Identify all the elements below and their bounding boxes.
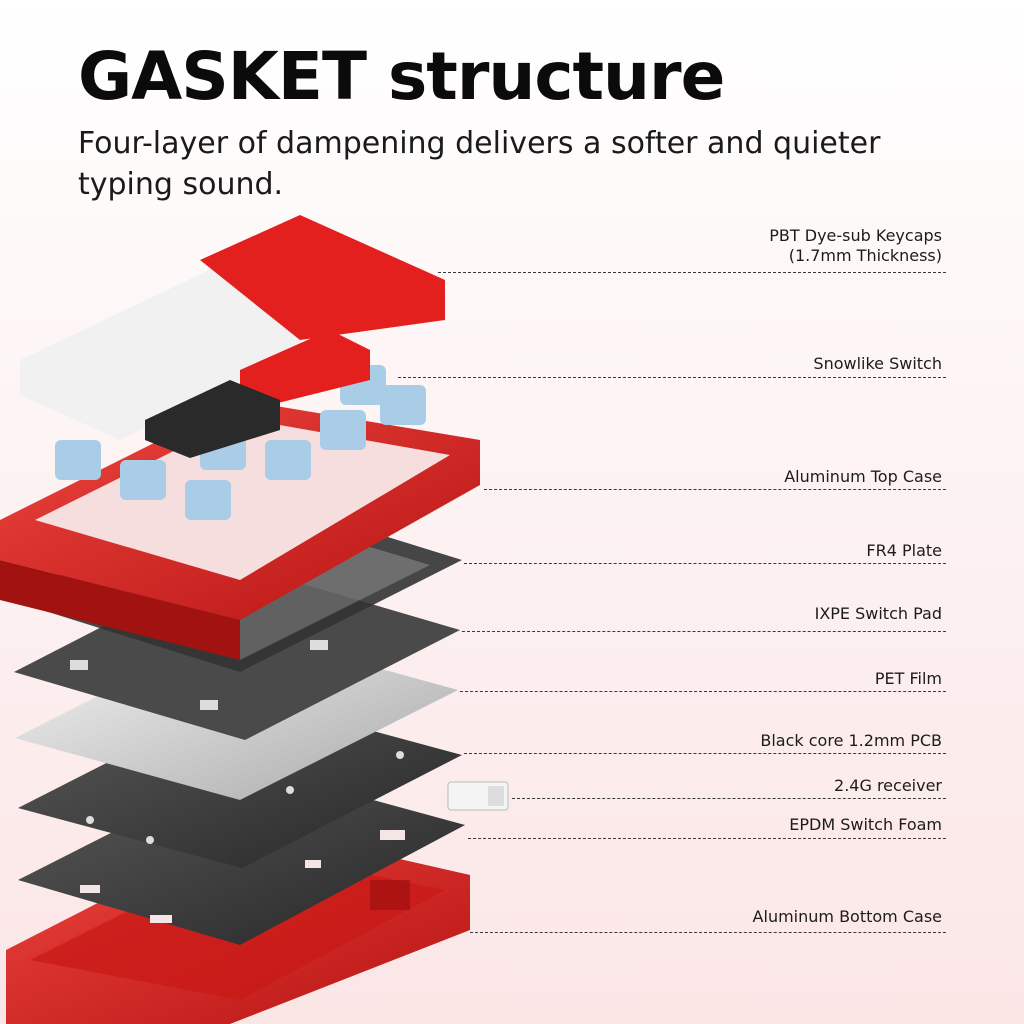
leader-line-bottom-case	[470, 932, 946, 933]
layer-label-fr4-plate: FR4 Plate	[866, 541, 942, 560]
leader-line-switch	[398, 377, 946, 378]
leader-line-top-case	[484, 489, 946, 490]
keycaps-layer	[20, 215, 445, 458]
layer-label-pet-film: PET Film	[874, 669, 942, 688]
layer-label-bottom-case: Aluminum Bottom Case	[752, 907, 942, 926]
leader-line-epdm-foam	[468, 838, 946, 839]
top-case-layer	[0, 400, 480, 660]
receiver-illustration	[447, 781, 509, 811]
layer-label-ixpe-pad: IXPE Switch Pad	[814, 604, 942, 623]
leader-line-pcb	[464, 753, 946, 754]
leader-line-keycaps	[438, 272, 946, 273]
leader-line-fr4-plate	[464, 563, 946, 564]
layer-label-receiver: 2.4G receiver	[834, 776, 942, 795]
leader-line-ixpe-pad	[462, 631, 946, 632]
layer-label-top-case: Aluminum Top Case	[784, 467, 942, 486]
layer-label-keycaps-line1: PBT Dye-sub Keycaps	[769, 226, 942, 245]
layer-label-switch: Snowlike Switch	[813, 354, 942, 373]
page-title: GASKET structure	[78, 38, 725, 115]
leader-line-pet-film	[460, 691, 946, 692]
layer-label-epdm-foam: EPDM Switch Foam	[789, 815, 942, 834]
layer-label-keycaps: PBT Dye-sub Keycaps (1.7mm Thickness)	[769, 226, 942, 266]
layer-label-keycaps-line2: (1.7mm Thickness)	[788, 246, 942, 265]
layer-label-pcb: Black core 1.2mm PCB	[760, 731, 942, 750]
page-subtitle: Four-layer of dampening delivers a softe…	[78, 126, 881, 202]
leader-line-receiver	[512, 798, 946, 799]
